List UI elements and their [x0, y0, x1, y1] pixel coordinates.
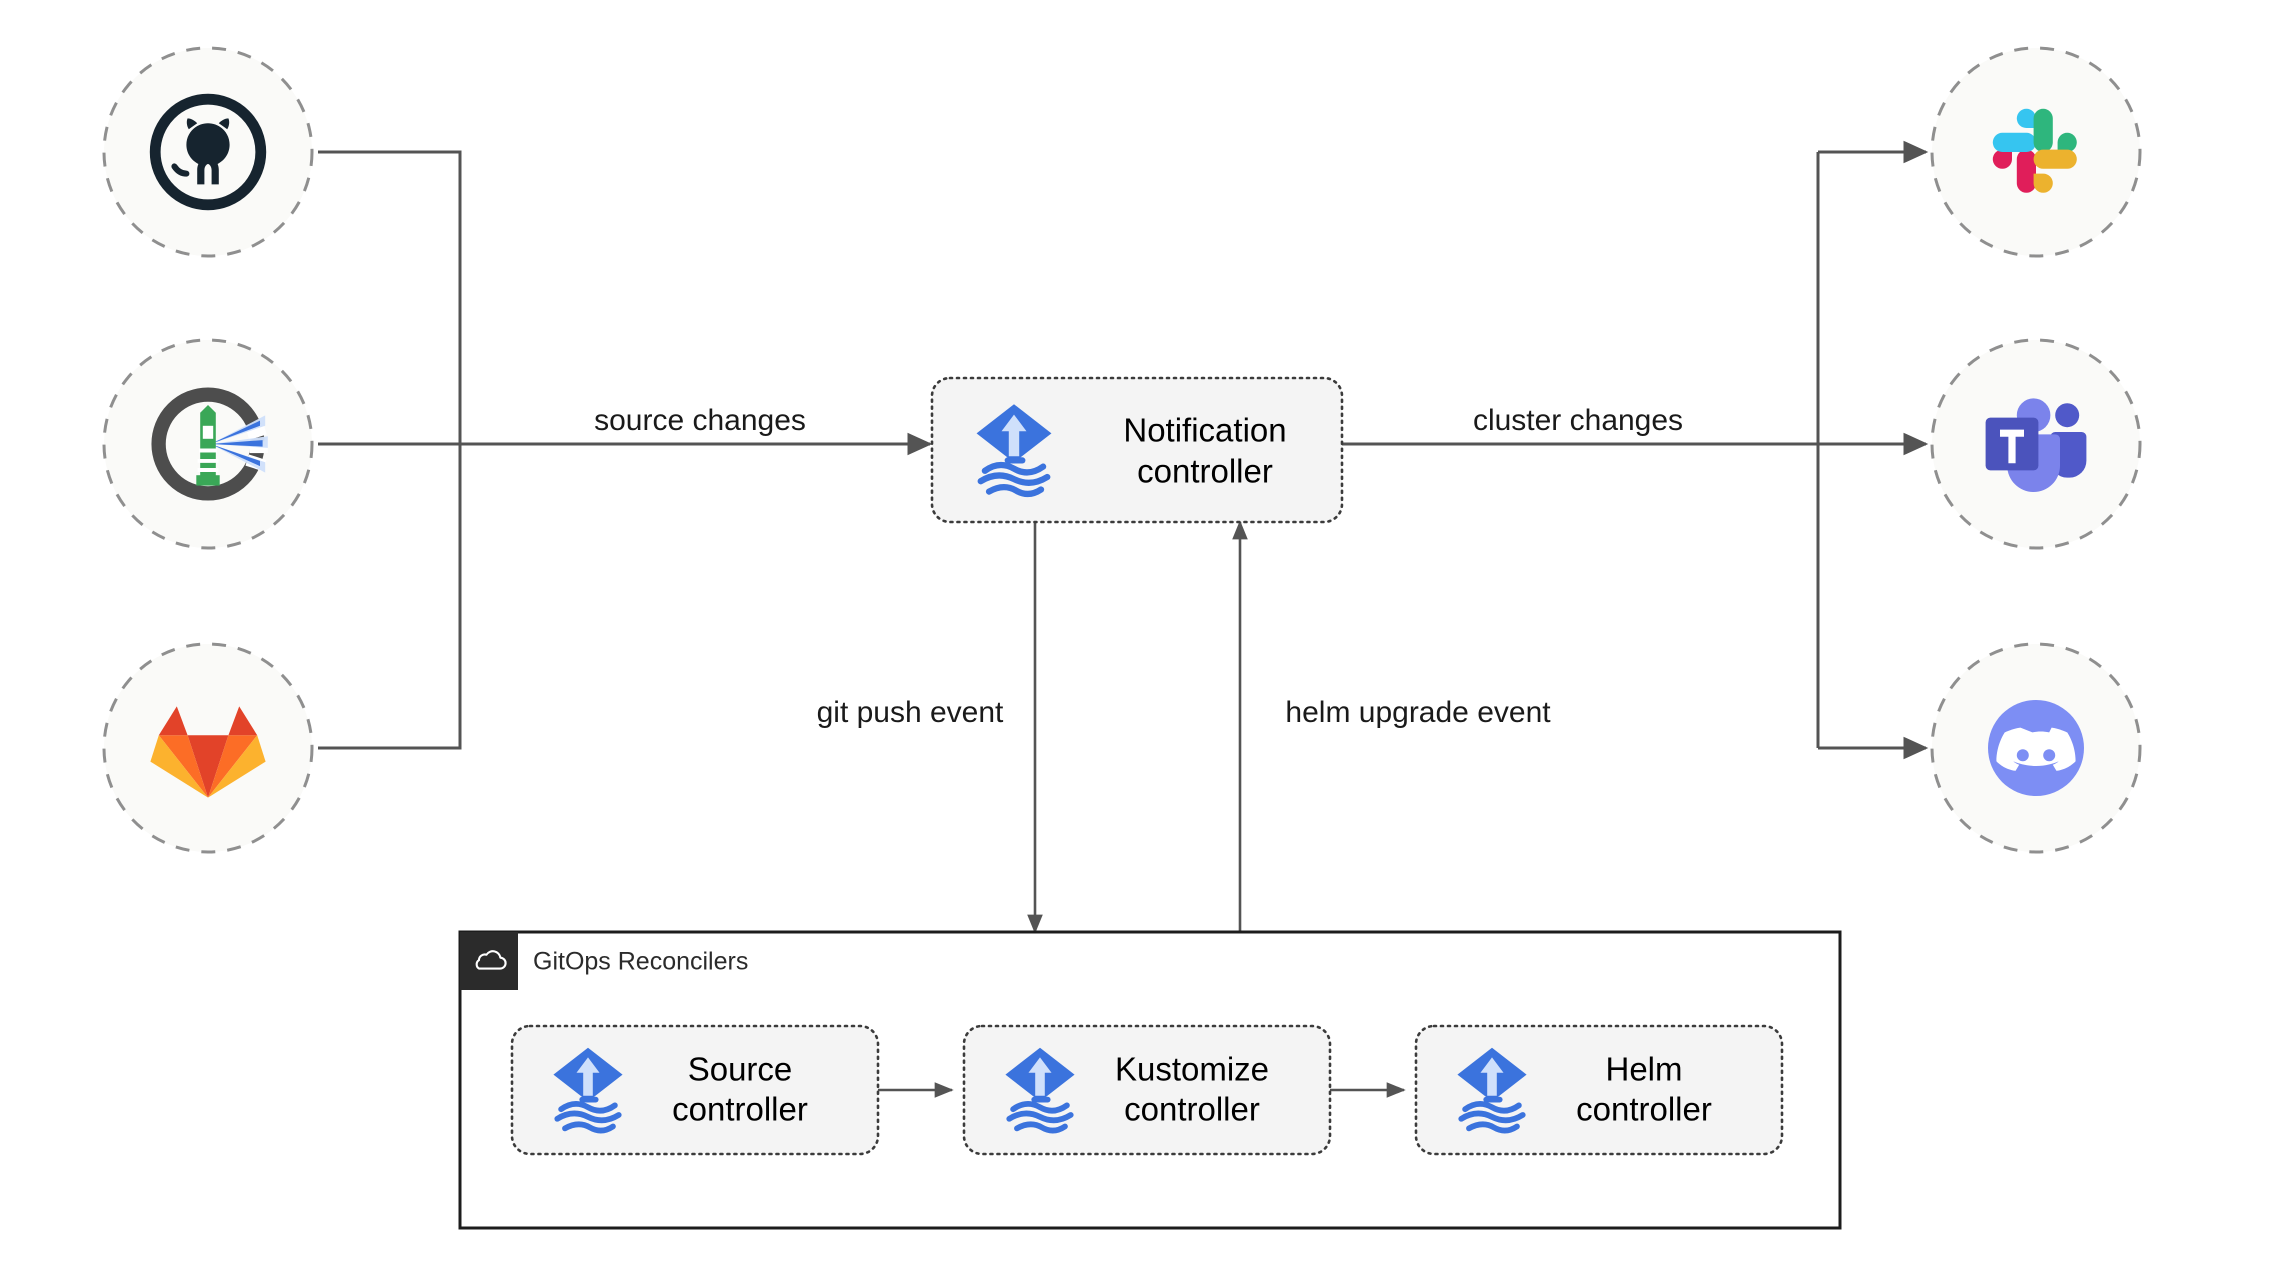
helm-controller-label-line2: controller	[1576, 1091, 1712, 1128]
gitops-reconcilers-box	[458, 930, 1842, 1230]
source-nodes	[102, 46, 314, 854]
source-controller-label-line1: Source	[688, 1051, 793, 1088]
source-node-flux-source[interactable]	[102, 338, 314, 550]
edge-label-git-push-event: git push event	[817, 696, 1004, 729]
source-node-gitlab[interactable]	[102, 642, 314, 854]
notification-controller-box[interactable]	[930, 376, 1344, 524]
kustomize-controller-node[interactable]: Kustomize controller	[962, 1024, 1332, 1156]
destination-nodes	[1930, 46, 2142, 854]
source-node-github[interactable]	[102, 46, 314, 258]
edge-sources-bus	[318, 150, 462, 750]
edge-label-helm-upgrade-event: helm upgrade event	[1285, 696, 1551, 729]
destination-node-slack[interactable]	[1930, 46, 2142, 258]
kustomize-controller-label-line2: controller	[1124, 1091, 1260, 1128]
helm-controller-label-line1: Helm	[1605, 1051, 1682, 1088]
destination-node-teams[interactable]	[1930, 338, 2142, 550]
notification-controller-label-line1: Notification	[1123, 412, 1286, 449]
slack-node-circle[interactable]	[1930, 46, 2142, 258]
gitops-reconcilers-tab	[460, 932, 518, 990]
edge-label-source-changes: source changes	[594, 404, 806, 437]
connector-layer	[318, 140, 1929, 1098]
notification-controller-node[interactable]: Notification controller	[930, 376, 1344, 524]
gitops-reconcilers-label: GitOps Reconcilers	[533, 948, 748, 976]
source-controller-node[interactable]: Source controller	[510, 1024, 880, 1156]
gitops-reconcilers-group: GitOps Reconcilers Source controller Kus…	[458, 930, 1842, 1230]
edge-label-cluster-changes: cluster changes	[1473, 404, 1683, 437]
edge-label-layer: source changes cluster changes git push …	[594, 404, 1683, 729]
source-controller-label-line2: controller	[672, 1091, 808, 1128]
discord-icon	[1988, 700, 2084, 796]
helm-controller-node[interactable]: Helm controller	[1414, 1024, 1784, 1156]
destination-node-discord[interactable]	[1930, 642, 2142, 854]
kustomize-controller-label-line1: Kustomize	[1115, 1051, 1269, 1088]
notification-controller-label-line2: controller	[1137, 453, 1273, 490]
